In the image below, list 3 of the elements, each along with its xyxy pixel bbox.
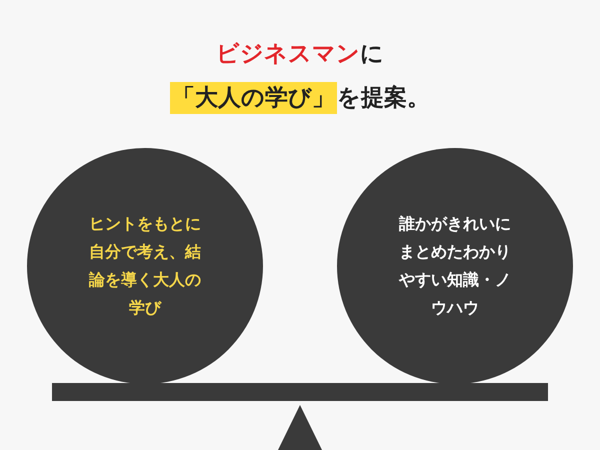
circle-text: ヒントをもとに自分で考え、結論を導く大人の学び (88, 213, 202, 319)
circle-text: 誰かがきれいにまとめたわかりやすい知識・ノウハウ (398, 213, 512, 319)
title: ビジネスマンに「大人の学び」を提案。 (150, 32, 450, 120)
